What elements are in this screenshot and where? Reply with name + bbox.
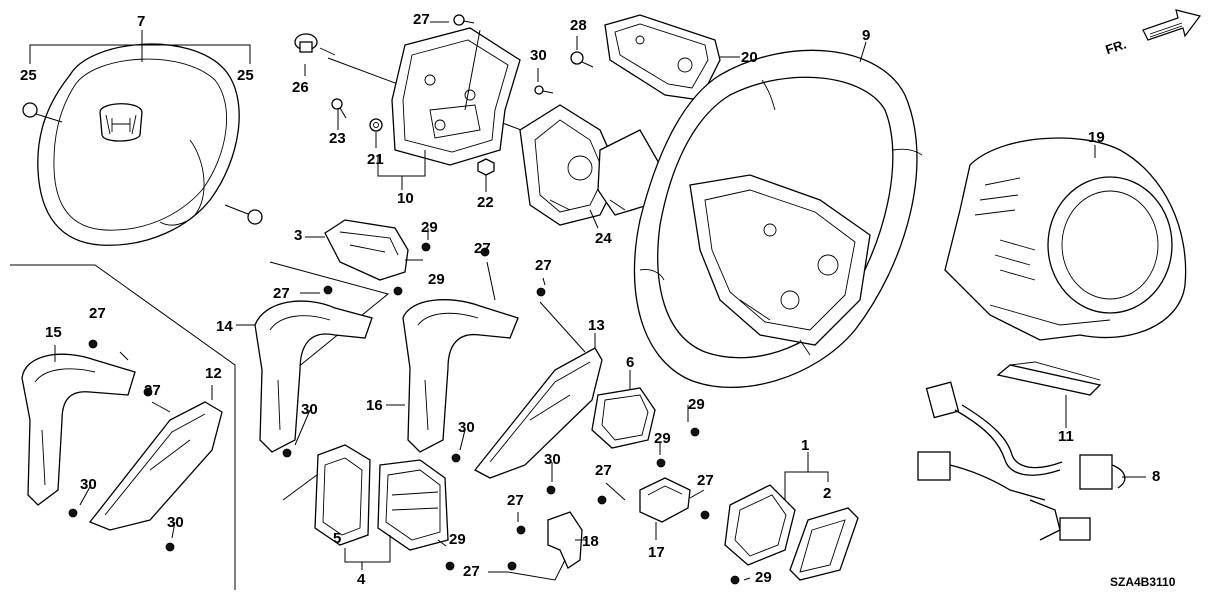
- callout-label-c26: 26: [292, 79, 309, 96]
- callout-label-c18: 18: [582, 533, 599, 550]
- drawing-code: SZA4B3110: [1110, 575, 1176, 589]
- callout-label-c30c: 30: [167, 514, 184, 531]
- garnish-12: [88, 401, 223, 531]
- callout-label-c11: 11: [1058, 428, 1074, 445]
- callout-label-c27b: 27: [273, 285, 290, 302]
- callout-label-c30b: 30: [80, 476, 97, 493]
- callout-label-c27f: 27: [535, 257, 552, 274]
- bracket-17: [639, 477, 691, 523]
- callout-label-c23: 23: [329, 130, 346, 147]
- rear-cover-19: [944, 137, 1187, 341]
- callout-label-c25b: 25: [237, 67, 254, 84]
- callout-label-c21: 21: [367, 151, 384, 168]
- bracket-20: [604, 14, 721, 101]
- callout-label-c22: 22: [477, 194, 494, 211]
- callout-4-leaders: [344, 535, 391, 570]
- switch-cluster-5: [314, 444, 371, 546]
- callout-label-c14: 14: [216, 318, 233, 335]
- callout-1-leaders: [784, 452, 829, 500]
- switch-3: [324, 219, 409, 281]
- bolt-28: [570, 51, 594, 68]
- callout-label-c27e: 27: [474, 240, 491, 257]
- callout-label-c29f: 29: [755, 569, 772, 586]
- leader-lines: [54, 21, 1146, 581]
- wire-harness-8: [917, 381, 1126, 541]
- callout-label-c2: 2: [823, 485, 831, 502]
- callout-labels: 1234567891011121314151617181920212223242…: [20, 11, 1160, 588]
- switch-assy-1: [724, 484, 796, 566]
- callout-label-c3: 3: [294, 227, 302, 244]
- screw-30-top: [534, 85, 554, 95]
- front-direction-arrow: FR.: [1104, 9, 1202, 58]
- switch-6: [591, 387, 656, 449]
- callout-label-c29d: 29: [654, 430, 671, 447]
- bolt-27-top: [453, 14, 475, 26]
- fastener-23: [331, 98, 347, 119]
- plate-11: [996, 361, 1102, 396]
- callout-label-c30a: 30: [301, 401, 318, 418]
- fastener-26: [294, 33, 336, 56]
- callout-label-c17: 17: [648, 544, 665, 561]
- callout-label-c29a: 29: [421, 219, 438, 236]
- callout-label-c27g: 27: [595, 462, 612, 479]
- callout-label-c9: 9: [862, 27, 870, 44]
- callout-label-c27a: 27: [413, 11, 430, 28]
- callout-label-c29c: 29: [688, 396, 705, 413]
- callout-10-leaders: [377, 150, 426, 190]
- callout-label-c24: 24: [595, 230, 612, 247]
- callout-label-c4: 4: [357, 571, 366, 588]
- callout-label-c27d: 27: [144, 382, 161, 399]
- callout-label-c28: 28: [570, 17, 587, 34]
- steering-wheel: [633, 49, 923, 388]
- switch-cover-2: [789, 507, 859, 581]
- nut-22: [477, 158, 495, 176]
- callout-label-c27i: 27: [507, 492, 524, 509]
- switch-cluster-4: [377, 459, 449, 551]
- garnish-16: [402, 299, 519, 453]
- garnish-15: [21, 353, 136, 506]
- callout-label-c25a: 25: [20, 67, 37, 84]
- callout-label-c16: 16: [366, 397, 383, 414]
- callout-label-c8: 8: [1152, 468, 1160, 485]
- callout-label-c30e: 30: [544, 451, 561, 468]
- callout-label-c27c: 27: [89, 305, 106, 322]
- fastener-glyphs: [68, 242, 740, 585]
- callout-label-c29b: 29: [428, 271, 445, 288]
- callout-label-c19: 19: [1088, 129, 1105, 146]
- callout-label-c30f: 30: [530, 47, 547, 64]
- bracket-18: [547, 511, 583, 569]
- garnish-13: [474, 347, 603, 479]
- callout-label-c1: 1: [801, 437, 809, 454]
- callout-label-c13: 13: [588, 317, 605, 334]
- callout-7-leaders: [29, 30, 251, 64]
- callout-label-c27h: 27: [697, 472, 714, 489]
- callout-label-c5: 5: [333, 530, 341, 547]
- cable-reel-24: [519, 104, 661, 226]
- front-direction-label: FR.: [1104, 37, 1129, 58]
- washer-21: [369, 118, 383, 132]
- callout-label-c15: 15: [45, 324, 62, 341]
- callout-label-c20: 20: [741, 49, 758, 66]
- bracket-10: [391, 27, 521, 166]
- callout-label-c12: 12: [205, 365, 222, 382]
- callout-label-c27j: 27: [463, 563, 480, 580]
- callout-label-c30d: 30: [458, 419, 475, 436]
- callout-label-c29e: 29: [449, 531, 466, 548]
- garnish-14: [254, 300, 373, 453]
- callout-label-c6: 6: [626, 354, 634, 371]
- callout-label-c7: 7: [137, 13, 145, 30]
- airbag-module: [22, 43, 263, 246]
- callout-label-c10: 10: [397, 190, 414, 207]
